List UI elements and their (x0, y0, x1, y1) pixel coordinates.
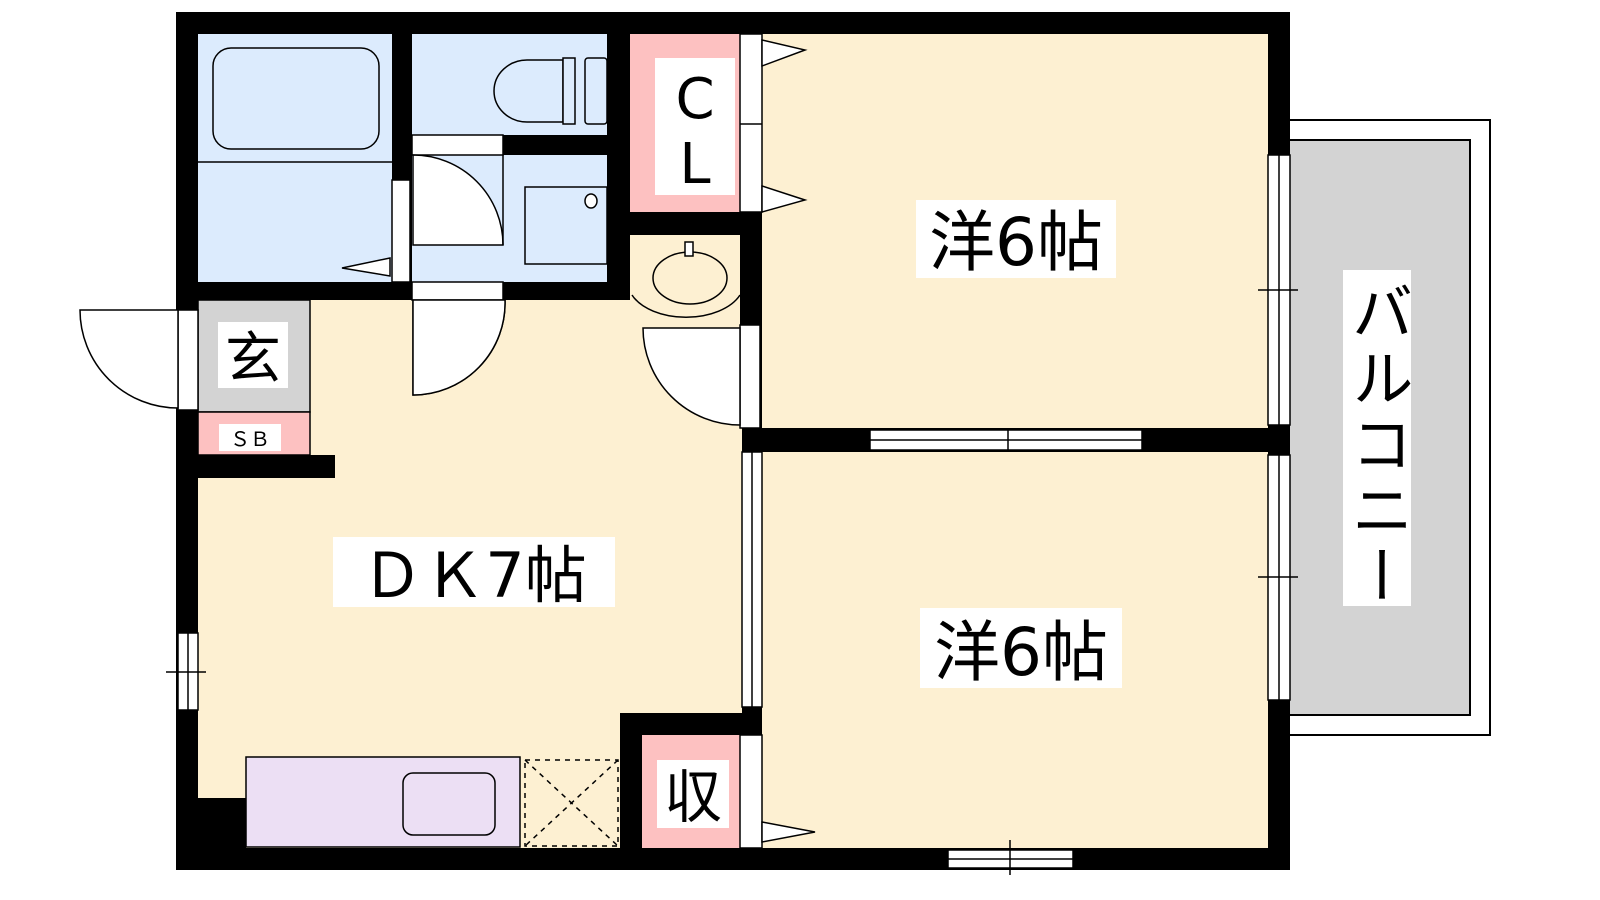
refrigerator-space (524, 759, 619, 847)
storage-label: 収 (664, 763, 722, 831)
dining-kitchen-label: ＤＫ7帖 (361, 539, 586, 612)
shoe-box-label: ＳＢ (230, 427, 270, 451)
washing-machine-icon (524, 186, 608, 265)
western-room-upper-label: 洋6帖 (929, 204, 1103, 281)
toilet-icon (493, 57, 608, 125)
closet-label-c: C (675, 67, 714, 132)
kitchen-counter (245, 756, 521, 848)
western-room-lower-label: 洋6帖 (934, 614, 1108, 691)
entrance-label: 玄 (225, 327, 281, 392)
balcony-label: バルコニー (1341, 280, 1414, 610)
closet-label-l: L (679, 132, 710, 197)
washbasin-icon (631, 241, 741, 318)
door-swings (79, 39, 816, 843)
bathtub (212, 47, 380, 150)
windows (166, 154, 1298, 875)
balcony (1279, 119, 1491, 736)
